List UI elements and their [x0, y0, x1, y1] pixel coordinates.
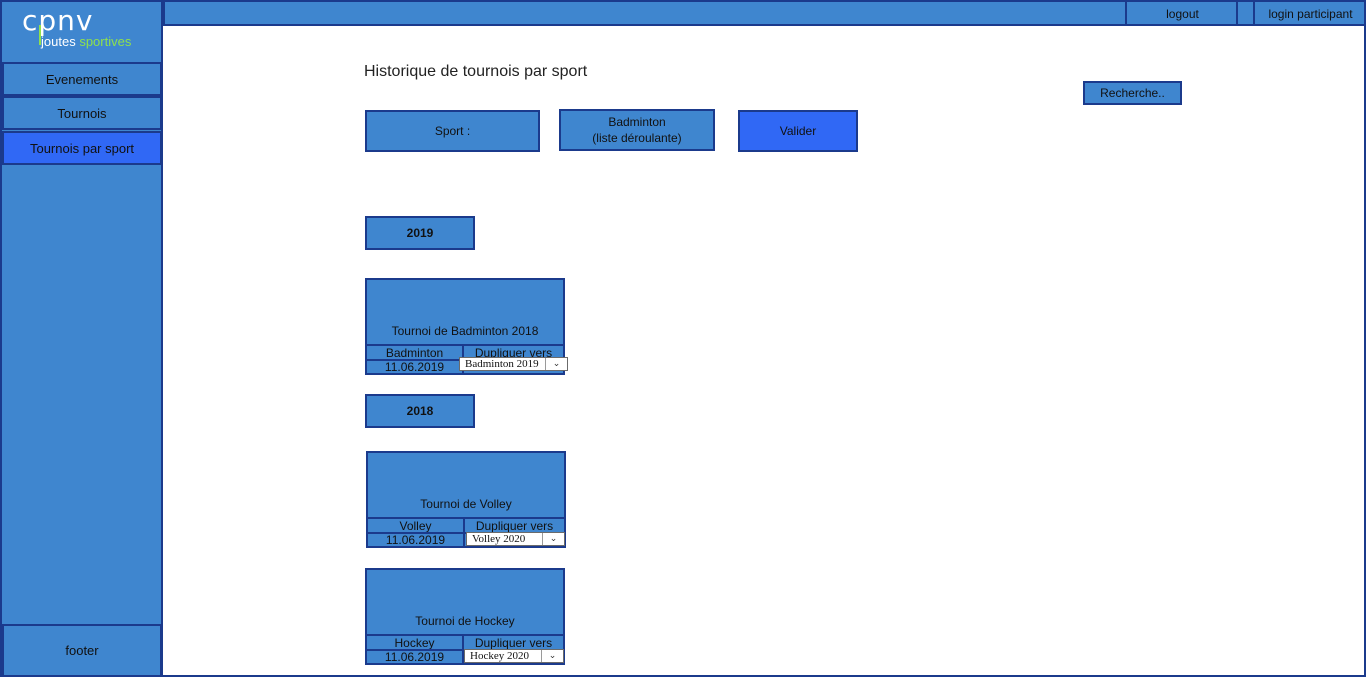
login-participant-link[interactable]: login participant [1253, 2, 1366, 26]
chevron-down-icon: ⌄ [542, 533, 564, 545]
year-header-2018: 2018 [365, 394, 475, 428]
tournament-sport: Hockey [367, 636, 464, 650]
sport-label: Sport : [365, 110, 540, 152]
tournament-date: 11.06.2019 [367, 361, 464, 373]
validate-button[interactable]: Valider [738, 110, 858, 152]
logo-brand: cpnv [22, 4, 94, 37]
logo-tag-word2: sportives [79, 34, 132, 49]
sport-select-value: Badminton [608, 115, 666, 129]
duplicate-target-value: Hockey 2020 [470, 650, 529, 662]
tournament-sport: Volley [368, 519, 465, 533]
tournament-info-row: Volley Dupliquer vers [368, 517, 564, 533]
sport-select-hint: (liste déroulante) [592, 131, 682, 145]
sidebar-item-tournois-par-sport[interactable]: Tournois par sport [2, 131, 162, 165]
duplicate-label: Dupliquer vers [474, 636, 553, 650]
tournament-info-row: Badminton Dupliquer vers [367, 344, 563, 360]
year-header-2019: 2019 [365, 216, 475, 250]
tournament-info-row: Hockey Dupliquer vers [367, 634, 563, 650]
logo-stem [39, 25, 41, 45]
logo-tag-word1: joutes [41, 34, 76, 49]
duplicate-target-select[interactable]: Hockey 2020 ⌄ [464, 649, 564, 663]
logout-link[interactable]: logout [1125, 2, 1238, 26]
duplicate-target-value: Volley 2020 [472, 533, 526, 545]
logo-area[interactable]: cpnv joutes sportives [0, 0, 163, 64]
tournament-sport: Badminton [367, 346, 464, 360]
tournament-title: Tournoi de Hockey [415, 614, 515, 628]
tournament-title: Tournoi de Badminton 2018 [391, 324, 539, 338]
duplicate-target-value: Badminton 2019 [465, 358, 539, 370]
chevron-down-icon: ⌄ [541, 650, 563, 662]
page-title: Historique de tournois par sport [364, 63, 588, 80]
duplicate-target-select[interactable]: Volley 2020 ⌄ [466, 532, 565, 546]
cpnv-logo: cpnv joutes sportives [22, 4, 147, 56]
tournament-title: Tournoi de Volley [420, 497, 512, 511]
duplicate-label: Dupliquer vers [475, 519, 554, 533]
tournament-card-hockey[interactable]: Tournoi de Hockey Hockey Dupliquer vers … [365, 568, 565, 665]
footer: footer [2, 624, 162, 677]
logo-tagline: joutes sportives [41, 34, 131, 49]
chevron-down-icon: ⌄ [545, 358, 567, 370]
duplicate-target-select[interactable]: Badminton 2019 ⌄ [459, 357, 568, 371]
sport-select[interactable]: Badminton (liste déroulante) [559, 109, 715, 151]
sidebar-item-evenements[interactable]: Evenements [2, 62, 162, 96]
top-bar: logout login participant [163, 0, 1366, 26]
topbar-separator [1236, 2, 1255, 26]
tournament-date: 11.06.2019 [368, 534, 465, 546]
tournament-date: 11.06.2019 [367, 651, 464, 663]
duplicate-label: Dupliquer vers [474, 346, 553, 360]
search-button[interactable]: Recherche.. [1083, 81, 1182, 105]
sidebar-item-tournois[interactable]: Tournois [2, 96, 162, 130]
